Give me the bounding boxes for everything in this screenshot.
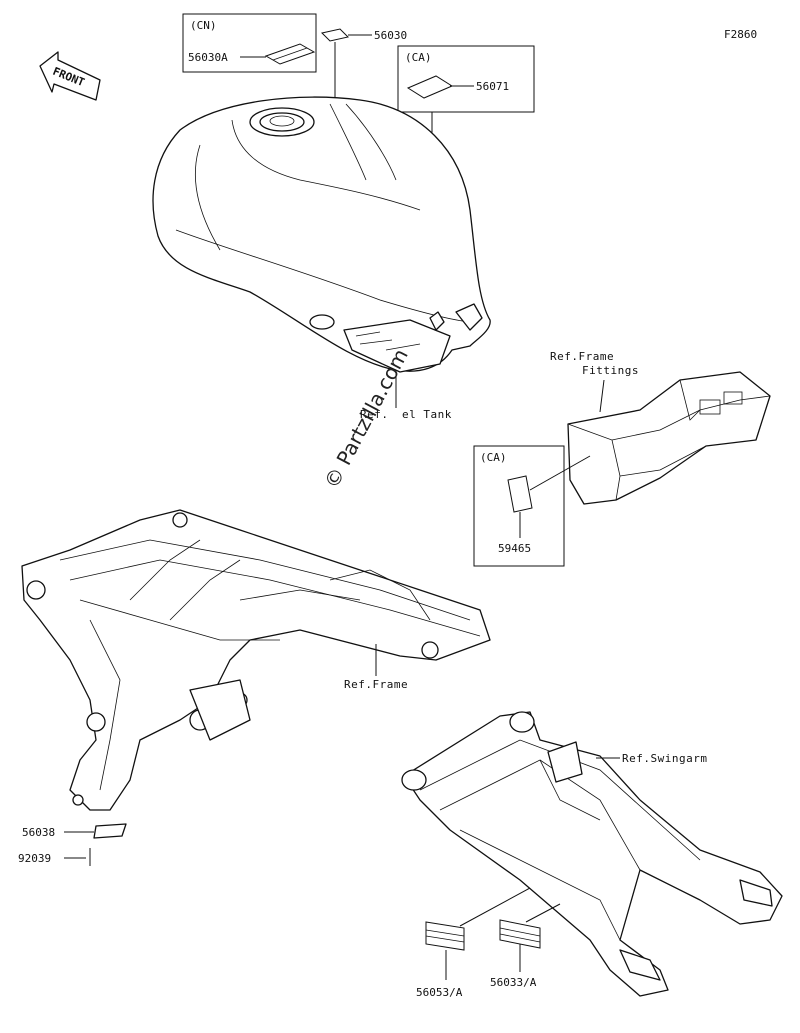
ref-fuel-tank-right: el Tank [402,408,452,421]
part-92039: 92039 [18,852,51,865]
part-56030: 56030 [374,29,407,42]
swingarm-drawing: Ref.Swingarm [401,711,783,997]
ref-fuel-tank-left: Ref. [360,408,389,421]
part-56071: 56071 [476,80,509,93]
figure-code: F2860 [724,28,757,41]
ref-swingarm: Ref.Swingarm [622,752,707,765]
part-59465: 59465 [498,542,531,555]
label-56033A [499,919,541,949]
ref-frame-fittings-line2: Fittings [582,364,639,377]
frame-drawing: Ref.Frame [21,509,491,811]
label-59465 [507,475,533,513]
callout-56053A: 56053/A [416,887,531,999]
label-56071 [406,75,454,99]
front-arrow-icon: FRONT [39,51,101,101]
callout-56033A: 56033/A [490,903,561,989]
ca-callout-box-mid: (CA) 59465 [473,445,591,567]
callout-56030: 56030 [321,28,407,150]
label-56030 [321,28,349,42]
ref-frame-fittings-line1: Ref.Frame [550,350,614,363]
ref-frame: Ref.Frame [344,678,408,691]
part-56033A: 56033/A [490,976,537,989]
label-56038 [93,823,127,839]
frame-fittings-drawing: Ref.Frame Fittings [550,350,771,505]
part-56030A: 56030A [188,51,228,64]
ca-box-mid-label: (CA) [480,451,507,464]
label-56053A [425,921,465,951]
cn-box-label: (CN) [190,19,217,32]
cn-callout-box: (CN) 56030A [182,13,317,73]
part-56038: 56038 [22,826,55,839]
ca-box-top-label: (CA) [405,51,432,64]
fuel-tank-drawing: Ref. el Tank [152,96,491,421]
callout-56038-92039: 56038 92039 [18,823,127,866]
part-56053A: 56053/A [416,986,463,999]
watermark: © Partzilla.com [319,345,413,493]
